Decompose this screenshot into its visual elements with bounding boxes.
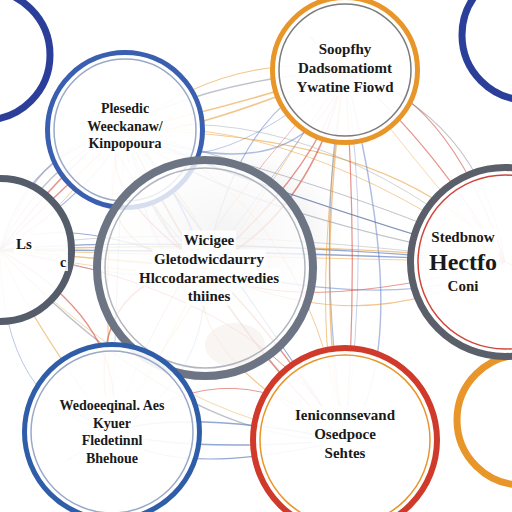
ring (273, 0, 418, 143)
ring (253, 348, 437, 512)
ring (97, 160, 313, 376)
ring-label: Kyuer (91, 415, 133, 433)
fragment-label: c (58, 255, 68, 271)
ring (411, 168, 512, 357)
ring-label: Ieniconnsevand (293, 406, 397, 425)
ring-label: Hlccodaramectwedies (137, 268, 281, 287)
ring-text: SoopfhyDadsomatiomtYwatine Fiowd (294, 40, 395, 96)
ring-label: Ywatine Fiowd (294, 77, 395, 96)
ring-label: Ls (14, 235, 34, 254)
ring-node: StedbnowHectfoConi (407, 164, 512, 360)
ring-text: Wedoeeqinal. AesKyuerFledetinnlBhehoue (57, 397, 166, 467)
ring-label: Dadsomatiomt (296, 59, 394, 78)
ring-label: Sehtes (323, 443, 368, 462)
ring-label: Bhehoue (84, 450, 140, 468)
ring-label: Kinpopoura (86, 135, 163, 153)
ring-text: WicigeeGletodwicdaurryHlccodaramectwedie… (137, 231, 281, 306)
ring-label: Wicigee (182, 231, 237, 250)
ring-label: Hectfo (427, 247, 499, 277)
ring-text: PlesedicWeeckanaw/Kinpopoura (85, 100, 164, 153)
ring-label: Soopfhy (317, 40, 374, 59)
ring-node: IeniconnsevandOsedpoceSehtes (250, 345, 440, 512)
ring-label: Fledetinnl (80, 432, 145, 450)
ring-outline (0, 175, 75, 325)
ring (0, 179, 72, 322)
wire-bundle (0, 37, 512, 461)
inner-ring (105, 168, 305, 368)
ring-text: IeniconnsevandOsedpoceSehtes (293, 406, 397, 462)
partial-ring (0, 0, 50, 120)
inner-ring (31, 351, 193, 512)
inner-ring (279, 4, 411, 136)
inner-ring (260, 355, 430, 512)
ring-label: Weeckanaw/ (85, 117, 164, 135)
ring-node: Wedoeeqinal. AesKyuerFledetinnlBhehoue (22, 342, 202, 512)
ring-text: StedbnowHectfoConi (427, 228, 499, 296)
partial-ring (462, 0, 512, 100)
partial-ring (457, 355, 512, 485)
ring (25, 345, 200, 512)
ring-label: Gletodwicdaurry (152, 249, 266, 268)
ring-label: Wedoeeqinal. Aes (57, 397, 166, 415)
ring-label: Coni (446, 277, 481, 296)
ring-text: Ls (14, 235, 34, 254)
inner-ring (418, 175, 512, 349)
ring-label: thiines (186, 287, 233, 306)
ring-label: Stedbnow (429, 228, 496, 247)
ring-label: Plesedic (99, 100, 151, 118)
ring-label: Osedpoce (312, 425, 378, 444)
ring-node: Ls (0, 175, 75, 325)
ring-node: SoopfhyDadsomatiomtYwatine Fiowd (270, 0, 420, 145)
